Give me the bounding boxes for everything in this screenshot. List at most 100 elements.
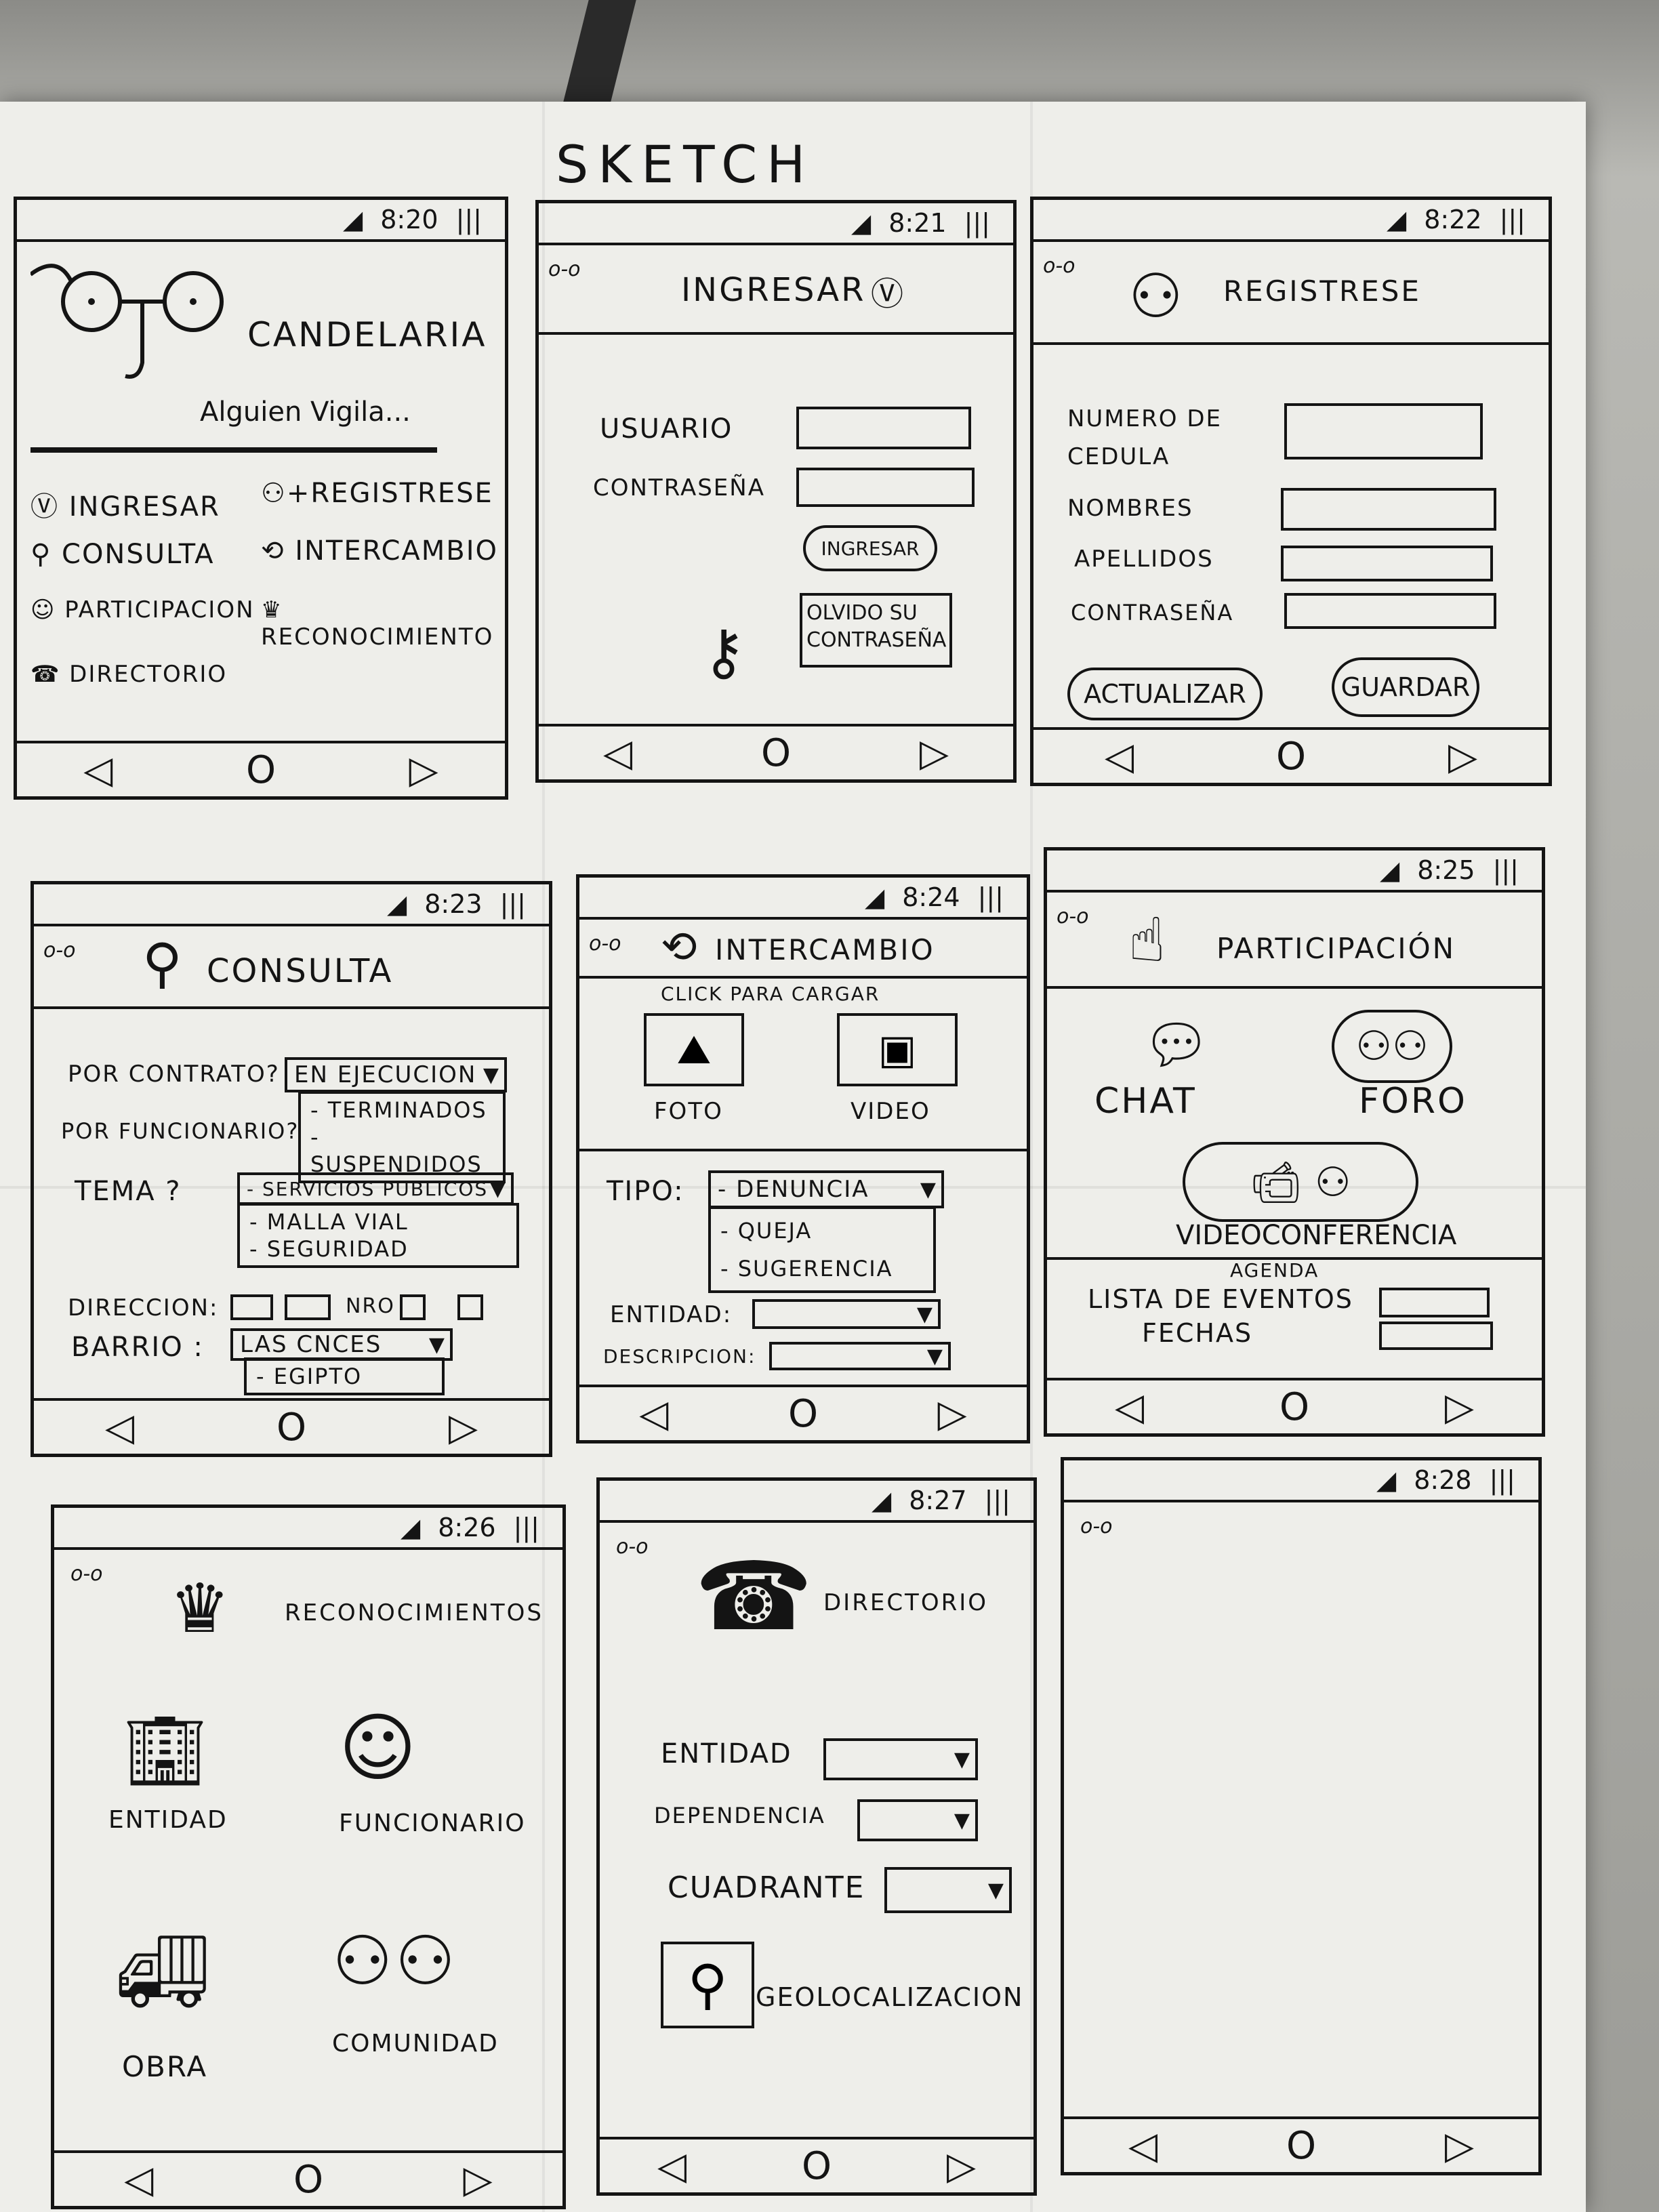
community-icon[interactable]: ⚇⚇ bbox=[332, 1921, 458, 2001]
home-icon[interactable]: O bbox=[787, 1391, 819, 1436]
videoconferencia-label[interactable]: VIDEOCONFERENCIA bbox=[1176, 1220, 1457, 1251]
menu-participacion[interactable]: ☺ PARTICIPACION bbox=[30, 596, 255, 623]
menu-reconocimiento[interactable]: ♛ RECONOCIMIENTO bbox=[261, 596, 505, 651]
chat-bubble-icon[interactable]: 💬︎ bbox=[1142, 1013, 1213, 1076]
home-icon[interactable]: O bbox=[801, 2144, 832, 2188]
glasses-logo-icon: o-o bbox=[1080, 1515, 1113, 1538]
option-item[interactable]: - EGIPTO bbox=[256, 1364, 363, 1389]
fechas-label: FECHAS bbox=[1142, 1318, 1253, 1348]
cuadrante-dropdown[interactable]: ▼ bbox=[884, 1867, 1012, 1913]
home-icon[interactable]: O bbox=[1286, 2123, 1317, 2168]
forward-icon[interactable]: ▷ bbox=[937, 1391, 967, 1436]
nombres-label: NOMBRES bbox=[1067, 495, 1193, 522]
entidad-dropdown[interactable]: ▼ bbox=[752, 1299, 941, 1329]
geolocalizacion-label[interactable]: GEOLOCALIZACION bbox=[756, 1982, 1024, 2012]
barrio-dropdown[interactable]: LAS CNCES▼ bbox=[230, 1328, 453, 1361]
forum-icon[interactable]: ⚇⚇ bbox=[1332, 1010, 1452, 1083]
map-pin-icon[interactable]: ⚲ bbox=[661, 1942, 754, 2028]
building-icon[interactable]: 🏢︎ bbox=[122, 1711, 210, 1790]
direccion-input-2[interactable] bbox=[285, 1294, 331, 1320]
back-icon[interactable]: ◁ bbox=[104, 1405, 135, 1450]
menu-label: PARTICIPACION bbox=[64, 596, 255, 623]
menu-label: DIRECTORIO bbox=[69, 661, 228, 688]
forgot-password-button[interactable]: OLVIDO SU CONTRASEÑA bbox=[800, 593, 952, 668]
official-icon[interactable]: ☺ bbox=[339, 1704, 419, 1791]
menu-consulta[interactable]: ⚲ CONSULTA bbox=[30, 539, 215, 570]
tipo-dropdown[interactable]: - DENUNCIA▼ bbox=[708, 1170, 944, 1208]
back-icon[interactable]: ◁ bbox=[1104, 734, 1134, 779]
comunidad-label[interactable]: COMUNIDAD bbox=[332, 2030, 499, 2057]
truck-icon[interactable]: 🚚︎ bbox=[115, 1928, 212, 2015]
entidad-label[interactable]: ENTIDAD bbox=[108, 1806, 228, 1834]
exchange-icon: ⟲ bbox=[661, 922, 699, 972]
cedula-input[interactable] bbox=[1284, 403, 1483, 459]
home-icon[interactable]: O bbox=[245, 747, 276, 792]
funcionario-label[interactable]: FUNCIONARIO bbox=[339, 1809, 526, 1837]
actualizar-button[interactable]: ACTUALIZAR bbox=[1067, 668, 1263, 720]
password-input[interactable] bbox=[796, 468, 975, 507]
option-item[interactable]: - SUGERENCIA bbox=[720, 1256, 893, 1282]
photo-upload[interactable]: ⛰ bbox=[644, 1013, 744, 1086]
back-icon[interactable]: ◁ bbox=[124, 2157, 154, 2202]
option-item[interactable]: - MALLA VIAL bbox=[249, 1209, 409, 1235]
battery-icon: ||| bbox=[1492, 855, 1519, 885]
exchange-icon: ⟲ bbox=[261, 535, 295, 567]
back-icon[interactable]: ◁ bbox=[83, 747, 113, 792]
guardar-button[interactable]: GUARDAR bbox=[1332, 657, 1479, 717]
trophy-icon: ♛ bbox=[261, 596, 283, 623]
back-icon[interactable]: ◁ bbox=[1128, 2123, 1158, 2168]
forward-icon[interactable]: ▷ bbox=[1444, 1385, 1475, 1429]
home-icon[interactable]: O bbox=[760, 731, 792, 775]
direccion-input-1[interactable] bbox=[230, 1294, 273, 1320]
forward-icon[interactable]: ▷ bbox=[919, 731, 949, 775]
video-upload[interactable]: ▣ bbox=[837, 1013, 958, 1086]
forward-icon[interactable]: ▷ bbox=[1448, 734, 1478, 779]
forward-icon[interactable]: ▷ bbox=[448, 1405, 478, 1450]
menu-registrese[interactable]: ⚇+REGISTRESE bbox=[261, 478, 493, 509]
home-icon[interactable]: O bbox=[1279, 1385, 1310, 1429]
contrasena-input[interactable] bbox=[1284, 593, 1496, 629]
videoconference-icon[interactable]: 📹︎ ⚇ bbox=[1183, 1142, 1418, 1222]
forward-icon[interactable]: ▷ bbox=[463, 2157, 493, 2202]
option-item[interactable]: - QUEJA bbox=[720, 1218, 813, 1244]
signal-icon: ◢ bbox=[401, 1513, 421, 1542]
foro-label[interactable]: FORO bbox=[1359, 1081, 1467, 1122]
obra-label[interactable]: OBRA bbox=[122, 2050, 208, 2083]
forward-icon[interactable]: ▷ bbox=[409, 747, 438, 792]
forward-icon[interactable]: ▷ bbox=[1444, 2123, 1475, 2168]
tema-dropdown[interactable]: - SERVICIOS PUBLICOS▼ bbox=[237, 1172, 514, 1205]
glasses-logo-icon: o-o bbox=[43, 939, 76, 962]
apellidos-input[interactable] bbox=[1281, 546, 1493, 581]
home-icon[interactable]: O bbox=[293, 2157, 324, 2202]
user-input[interactable] bbox=[796, 407, 971, 449]
ingresar-button[interactable]: INGRESAR bbox=[803, 525, 937, 571]
entidad-dropdown[interactable]: ▼ bbox=[823, 1738, 978, 1780]
menu-directorio[interactable]: ☎ DIRECTORIO bbox=[30, 661, 227, 688]
clock: 8:22 bbox=[1424, 205, 1482, 234]
back-icon[interactable]: ◁ bbox=[1114, 1385, 1145, 1429]
telephone-icon: ☎ bbox=[695, 1542, 815, 1652]
chat-label[interactable]: CHAT bbox=[1094, 1081, 1197, 1122]
forward-icon[interactable]: ▷ bbox=[946, 2144, 977, 2188]
password-label: CONTRASEÑA bbox=[593, 474, 765, 501]
status-bar: ◢ 8:27 ||| bbox=[600, 1481, 1033, 1523]
home-icon[interactable]: O bbox=[1275, 734, 1307, 779]
menu-ingresar[interactable]: Ⓥ INGRESAR bbox=[30, 485, 220, 524]
home-icon[interactable]: O bbox=[276, 1405, 307, 1450]
descripcion-dropdown[interactable]: ▼ bbox=[769, 1342, 951, 1370]
contrato-dropdown[interactable]: EN EJECUCION▼ bbox=[285, 1057, 507, 1092]
option-item[interactable]: - SUSPENDIDOS bbox=[310, 1124, 483, 1177]
fechas-field[interactable] bbox=[1379, 1322, 1493, 1350]
eventos-field[interactable] bbox=[1379, 1288, 1490, 1317]
option-item[interactable]: - TERMINADOS bbox=[310, 1097, 487, 1123]
dependencia-dropdown[interactable]: ▼ bbox=[857, 1799, 978, 1841]
option-item[interactable]: - SEGURIDAD bbox=[249, 1236, 409, 1262]
back-icon[interactable]: ◁ bbox=[602, 731, 633, 775]
nro-input-1[interactable] bbox=[400, 1294, 426, 1320]
back-icon[interactable]: ◁ bbox=[639, 1391, 669, 1436]
nro-input-2[interactable] bbox=[457, 1294, 483, 1320]
back-icon[interactable]: ◁ bbox=[657, 2144, 687, 2188]
nombres-input[interactable] bbox=[1281, 488, 1496, 531]
menu-intercambio[interactable]: ⟲ INTERCAMBIO bbox=[261, 535, 498, 567]
dependencia-label: DEPENDENCIA bbox=[654, 1803, 825, 1828]
